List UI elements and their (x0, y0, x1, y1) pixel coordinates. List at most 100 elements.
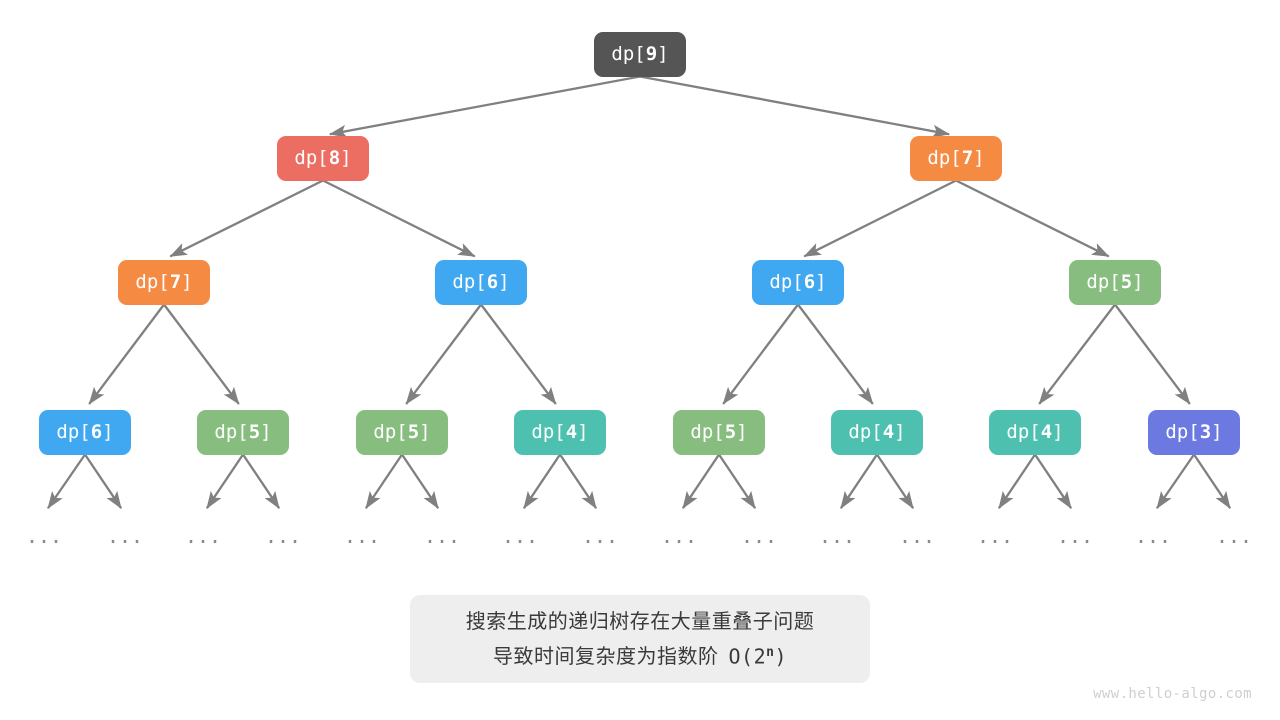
tree-edge (242, 453, 281, 509)
complexity-base: O(2 (728, 644, 767, 669)
tree-edge (1034, 453, 1073, 509)
tree-edge (1114, 303, 1191, 405)
node-label-prefix: dp[ (769, 271, 804, 293)
tree-edge (401, 453, 440, 509)
tree-edge (803, 179, 957, 258)
node-label-value: 5 (407, 421, 420, 443)
tree-node-dp-5: dp[5] (1069, 259, 1161, 305)
tree-edge (169, 179, 324, 258)
ellipsis-marker: ... (184, 524, 222, 548)
tree-edge (322, 179, 476, 258)
ellipsis-marker: ... (740, 524, 778, 548)
tree-edge (797, 303, 874, 405)
tree-edge (84, 453, 123, 509)
tree-edge (1038, 303, 1116, 405)
node-label-value: 5 (248, 421, 261, 443)
tree-node-dp-7: dp[7] (910, 135, 1002, 181)
tree-edge (876, 453, 915, 509)
tree-edge (522, 453, 561, 509)
node-label-suffix: ] (657, 43, 669, 65)
complexity-exponent: n (766, 644, 775, 660)
node-label-value: 4 (565, 421, 578, 443)
node-label-suffix: ] (102, 421, 114, 443)
ellipsis-marker: ... (976, 524, 1014, 548)
complexity-expression: O(2n) (729, 637, 788, 673)
tree-edge (722, 303, 799, 405)
complexity-close: ) (774, 644, 787, 669)
node-label-value: 5 (724, 421, 737, 443)
tree-node-dp-7: dp[7] (118, 259, 210, 305)
node-label-value: 4 (882, 421, 895, 443)
tree-edge (364, 453, 403, 509)
node-label-prefix: dp[ (135, 271, 170, 293)
ellipsis-marker: ... (660, 524, 698, 548)
ellipsis-marker: ... (501, 524, 539, 548)
node-label-prefix: dp[ (848, 421, 883, 443)
tree-edge (480, 303, 557, 405)
node-label-value: 6 (486, 271, 499, 293)
tree-node-dp-6: dp[6] (752, 259, 844, 305)
ellipsis-marker: ... (898, 524, 936, 548)
tree-node-dp-6: dp[6] (435, 259, 527, 305)
node-label-suffix: ] (894, 421, 906, 443)
tree-edge (839, 453, 878, 509)
tree-edge (405, 303, 482, 405)
tree-node-dp-6: dp[6] (39, 409, 131, 455)
node-label-prefix: dp[ (531, 421, 566, 443)
node-label-value: 7 (961, 147, 974, 169)
tree-edge (47, 453, 86, 509)
tree-edge (681, 453, 720, 509)
node-label-value: 7 (169, 271, 182, 293)
tree-edge (205, 453, 244, 509)
ellipsis-marker: ... (1215, 524, 1253, 548)
node-label-prefix: dp[ (1086, 271, 1121, 293)
tree-node-dp-9: dp[9] (594, 31, 686, 77)
ellipsis-marker: ... (106, 524, 144, 548)
ellipsis-marker: ... (818, 524, 856, 548)
node-label-value: 8 (328, 147, 341, 169)
node-label-prefix: dp[ (373, 421, 408, 443)
node-label-suffix: ] (260, 421, 272, 443)
tree-edge (328, 75, 641, 138)
node-label-prefix: dp[ (1165, 421, 1200, 443)
node-label-prefix: dp[ (690, 421, 725, 443)
tree-node-dp-5: dp[5] (673, 409, 765, 455)
watermark: www.hello-algo.com (1093, 686, 1252, 702)
tree-edge (997, 453, 1036, 509)
caption-line-2-text: 导致时间复杂度为指数阶 (493, 644, 719, 669)
node-label-prefix: dp[ (452, 271, 487, 293)
node-label-suffix: ] (181, 271, 193, 293)
caption-line-2: 导致时间复杂度为指数阶 O(2n) (493, 637, 787, 673)
node-label-suffix: ] (736, 421, 748, 443)
node-label-prefix: dp[ (927, 147, 962, 169)
node-label-prefix: dp[ (214, 421, 249, 443)
ellipsis-marker: ... (25, 524, 63, 548)
tree-edge (559, 453, 598, 509)
tree-edge (1156, 453, 1195, 509)
tree-edge (639, 75, 951, 138)
node-label-prefix: dp[ (294, 147, 329, 169)
ellipsis-marker: ... (1056, 524, 1094, 548)
tree-node-dp-4: dp[4] (989, 409, 1081, 455)
ellipsis-marker: ... (1134, 524, 1172, 548)
node-label-prefix: dp[ (611, 43, 646, 65)
tree-node-dp-5: dp[5] (197, 409, 289, 455)
ellipsis-marker: ... (581, 524, 619, 548)
caption-box: 搜索生成的递归树存在大量重叠子问题 导致时间复杂度为指数阶 O(2n) (410, 595, 870, 683)
ellipsis-marker: ... (343, 524, 381, 548)
node-label-suffix: ] (815, 271, 827, 293)
node-label-suffix: ] (498, 271, 510, 293)
tree-node-dp-5: dp[5] (356, 409, 448, 455)
node-label-prefix: dp[ (56, 421, 91, 443)
node-label-suffix: ] (1052, 421, 1064, 443)
node-label-value: 4 (1040, 421, 1053, 443)
node-label-value: 6 (803, 271, 816, 293)
node-label-suffix: ] (340, 147, 352, 169)
tree-node-dp-8: dp[8] (277, 135, 369, 181)
node-label-prefix: dp[ (1006, 421, 1041, 443)
node-label-value: 3 (1199, 421, 1212, 443)
node-label-suffix: ] (577, 421, 589, 443)
node-label-suffix: ] (419, 421, 431, 443)
caption-line-1: 搜索生成的递归树存在大量重叠子问题 (465, 608, 815, 633)
tree-edge (88, 303, 165, 405)
